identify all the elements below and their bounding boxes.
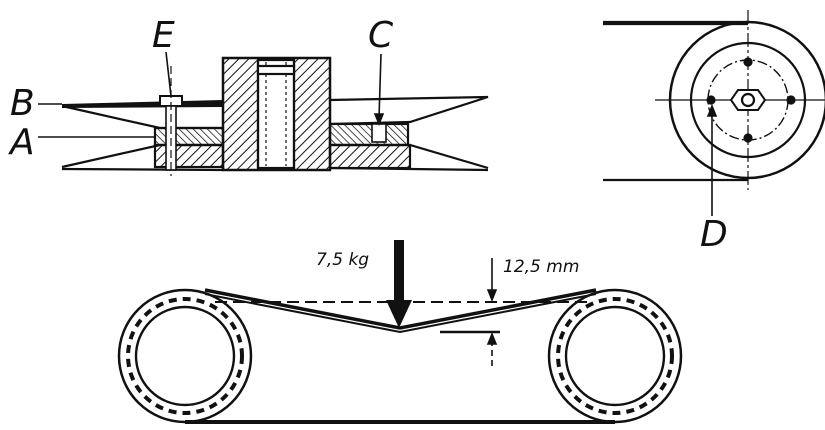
leader-d <box>706 103 718 216</box>
label-e: E <box>152 15 175 56</box>
label-d: D <box>700 214 728 255</box>
label-c: C <box>368 15 394 56</box>
pulley-cross-section <box>61 56 489 176</box>
leader-lines <box>38 51 385 138</box>
pulley-front-view <box>603 10 825 190</box>
deflection-dimension <box>440 258 500 368</box>
leader-c <box>378 53 382 119</box>
right-pulley <box>547 288 683 424</box>
left-pulley-belt-marks <box>126 297 244 415</box>
right-pulley-belt-marks <box>556 297 674 415</box>
leader-c-arrow <box>373 113 385 127</box>
leader-e <box>165 51 172 97</box>
label-b: B <box>10 83 35 124</box>
belt-tension-diagram <box>117 288 683 424</box>
load-label: 7,5 kg <box>316 250 369 270</box>
load-arrow <box>386 240 412 328</box>
label-a: A <box>8 122 35 163</box>
left-pulley <box>117 288 253 424</box>
deflection-label: 12,5 mm <box>503 257 579 277</box>
